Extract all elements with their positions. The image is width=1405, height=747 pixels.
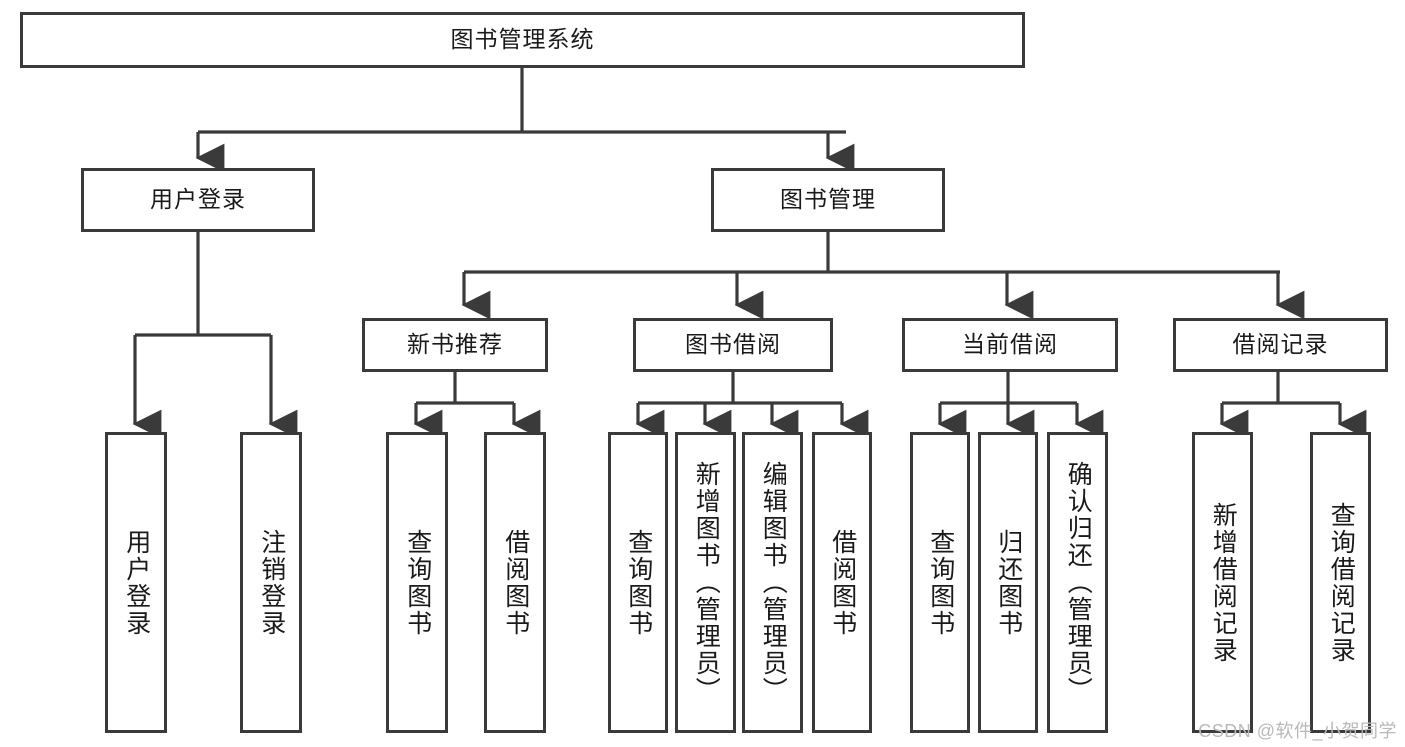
node-book-borrow[interactable]: 图书借阅 [633,318,833,372]
node-book-borrow-label: 图书借阅 [685,331,781,358]
leaf-borrow-borrow-book-label: 借阅图书 [828,528,857,637]
node-current-borrow[interactable]: 当前借阅 [902,318,1118,372]
node-book-management[interactable]: 图书管理 [711,168,945,232]
leaf-borrow-add-book[interactable]: 新增图书（管理员） [675,432,736,733]
leaf-borrow-borrow-book[interactable]: 借阅图书 [812,432,872,733]
leaf-current-query-book-label: 查询图书 [926,528,955,637]
leaf-user-login-signin-label: 用户登录 [122,528,151,637]
leaf-new-book-borrow[interactable]: 借阅图书 [484,432,546,733]
node-user-login[interactable]: 用户登录 [81,168,315,232]
node-current-borrow-label: 当前借阅 [962,331,1058,358]
node-borrow-records-label: 借阅记录 [1232,331,1329,358]
leaf-records-query-label: 查询借阅记录 [1327,501,1356,664]
node-new-book-recommend-label: 新书推荐 [407,331,503,358]
node-new-book-recommend[interactable]: 新书推荐 [362,318,548,372]
leaf-new-book-query-label: 查询图书 [403,528,432,637]
leaf-user-login-signout[interactable]: 注销登录 [240,432,302,733]
leaf-records-add[interactable]: 新增借阅记录 [1192,432,1253,733]
node-borrow-records[interactable]: 借阅记录 [1173,318,1388,372]
leaf-current-query-book[interactable]: 查询图书 [910,432,970,733]
node-user-login-label: 用户登录 [150,186,246,213]
leaf-borrow-add-book-label: 新增图书（管理员） [692,461,721,704]
leaf-records-add-label: 新增借阅记录 [1209,501,1238,664]
leaf-borrow-query-book-label: 查询图书 [624,528,653,637]
node-root[interactable]: 图书管理系统 [20,12,1025,68]
leaf-current-confirm-return[interactable]: 确认归还（管理员） [1047,432,1108,733]
leaf-borrow-edit-book[interactable]: 编辑图书（管理员） [742,432,803,733]
leaf-records-query[interactable]: 查询借阅记录 [1310,432,1371,733]
leaf-user-login-signout-label: 注销登录 [257,528,286,637]
leaf-new-book-query[interactable]: 查询图书 [386,432,448,733]
node-book-management-label: 图书管理 [780,186,876,213]
leaf-user-login-signin[interactable]: 用户登录 [105,432,167,733]
leaf-current-confirm-return-label: 确认归还（管理员） [1064,461,1093,704]
leaf-current-return-book-label: 归还图书 [994,528,1023,637]
node-root-label: 图书管理系统 [450,26,595,53]
leaf-current-return-book[interactable]: 归还图书 [978,432,1038,733]
csdn-watermark: CSDN @软件_小贺同学 [1198,721,1397,741]
leaf-borrow-edit-book-label: 编辑图书（管理员） [759,461,788,704]
leaf-new-book-borrow-label: 借阅图书 [501,528,530,637]
leaf-borrow-query-book[interactable]: 查询图书 [608,432,668,733]
